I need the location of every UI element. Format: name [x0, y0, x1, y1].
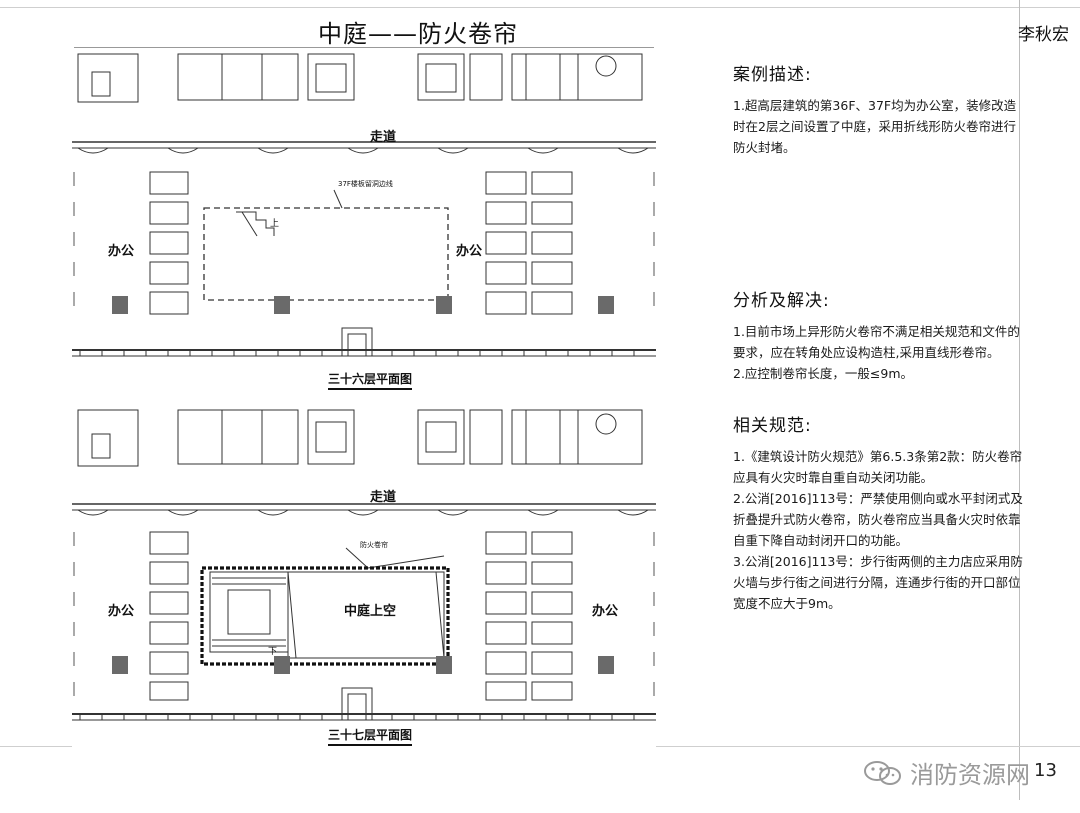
section-paragraph: 1.超高层建筑的第36F、37F均为办公室，装修改造时在2层之间设置了中庭，采用…	[733, 98, 1017, 155]
atrium-void-label: 中庭上空	[344, 604, 397, 619]
page-number: 13	[1034, 760, 1057, 781]
office-label-right: 办公	[456, 244, 483, 259]
case-description-section: 案例描述: 1.超高层建筑的第36F、37F均为办公室，装修改造时在2层之间设置…	[733, 60, 1023, 158]
related-codes-section: 相关规范: 1.《建筑设计防火规范》第6.5.3条第2款：防火卷帘应具有火灾时靠…	[733, 411, 1023, 614]
section-paragraph: 2.应控制卷帘长度，一般≤9m。	[733, 366, 914, 381]
fire-shutter-note: 防火卷帘	[360, 541, 388, 549]
slide-title: 中庭——防火卷帘	[318, 20, 518, 48]
corridor-label: 走道	[370, 490, 397, 505]
section-heading: 案例描述:	[733, 65, 812, 85]
section-paragraph: 1.目前市场上异形防火卷帘不满足相关规范和文件的要求，应在转角处应设构造柱,采用…	[733, 324, 1020, 360]
author-name: 李秋宏	[1018, 25, 1069, 45]
stair-up-label: 上	[270, 219, 280, 229]
slab-boundary-note: 37F楼板留洞边线	[338, 180, 393, 188]
plan-caption-37f: 三十七层平面图	[328, 726, 413, 746]
floor-plan-36f-drawing	[72, 53, 656, 357]
corridor-label: 走道	[370, 130, 397, 145]
analysis-solution-section: 分析及解决: 1.目前市场上异形防火卷帘不满足相关规范和文件的要求，应在转角处应…	[733, 286, 1023, 384]
frame-vertical-line	[1019, 0, 1020, 800]
section-paragraph: 3.公消[2016]113号：步行街两侧的主力店应采用防火墙与步行街之间进行分隔…	[733, 554, 1023, 611]
frame-top-line	[0, 7, 1080, 8]
office-label-left: 办公	[108, 604, 135, 619]
watermark: 消防资源网	[862, 755, 1030, 790]
watermark-text: 消防资源网	[910, 761, 1030, 789]
plan-caption-36f: 三十六层平面图	[328, 370, 413, 390]
floor-plan-37f: 走道 办公 办公 防火卷帘 中庭上空 下 三十七层平面图	[72, 408, 656, 748]
floor-plan-36f: 走道 办公 办公 37F楼板留洞边线 上 三十六层平面图	[72, 52, 656, 392]
office-label-right: 办公	[592, 604, 619, 619]
title-rule	[74, 47, 654, 48]
wechat-icon	[864, 760, 901, 785]
section-heading: 相关规范:	[733, 416, 812, 436]
section-heading: 分析及解决:	[733, 291, 830, 311]
floor-plan-37f-drawing	[72, 409, 656, 721]
section-paragraph: 1.《建筑设计防火规范》第6.5.3条第2款：防火卷帘应具有火灾时靠自重自动关闭…	[733, 449, 1023, 485]
section-paragraph: 2.公消[2016]113号：严禁使用侧向或水平封闭式及折叠提升式防火卷帘，防火…	[733, 491, 1023, 548]
stair-down-label: 下	[268, 647, 278, 657]
office-label-left: 办公	[108, 244, 135, 259]
